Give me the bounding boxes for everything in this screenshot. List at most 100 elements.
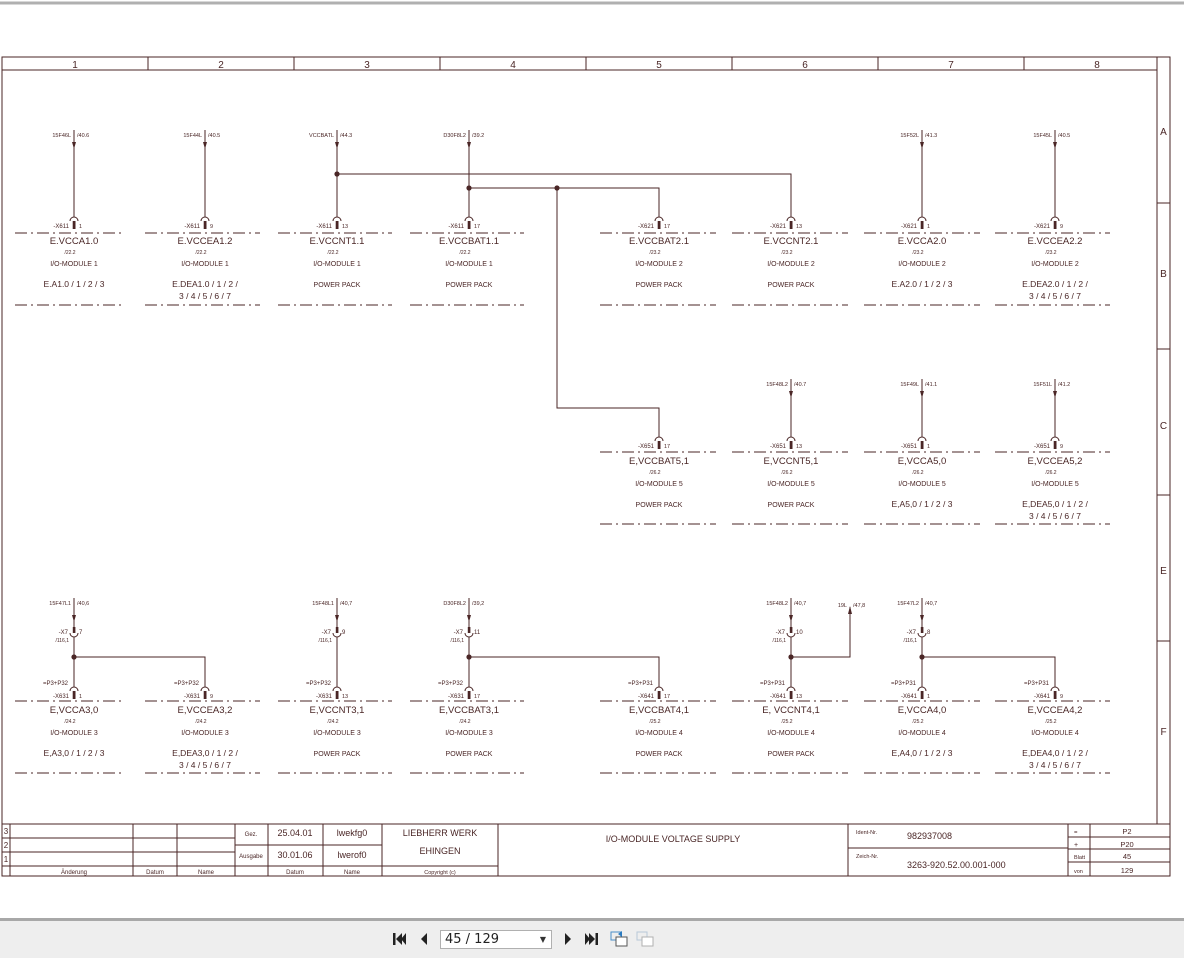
- connector-pin: 9: [210, 224, 213, 230]
- source-signal-label: VCCBATL: [309, 133, 334, 139]
- fit-page-icon[interactable]: [609, 930, 629, 948]
- module-description: POWER PACK: [636, 751, 683, 758]
- connector-pin: 13: [796, 224, 802, 230]
- source-reference: /40.5: [1058, 133, 1070, 139]
- signal-name: E,VCCNT5,1: [764, 456, 819, 467]
- grid-column-label: 1: [72, 60, 78, 71]
- last-page-button[interactable]: [584, 930, 600, 948]
- connector-pin: 17: [664, 694, 670, 700]
- grid-row-label: C: [1160, 421, 1167, 432]
- signal-name: E.VCCBAT2.1: [629, 236, 689, 247]
- page-number-select[interactable]: 45 / 129▼: [440, 930, 552, 949]
- connector-label: -X621: [901, 224, 918, 230]
- junction-dot: [554, 185, 560, 191]
- socket-icon: [200, 686, 210, 692]
- socket-icon: [1050, 686, 1060, 692]
- connector-pin: 17: [664, 444, 670, 450]
- source-reference: /41.1: [925, 382, 937, 388]
- connector-label: -X641: [901, 694, 918, 700]
- connector-label: -X651: [1034, 444, 1051, 450]
- grid-row-label: F: [1160, 727, 1166, 738]
- page-reference: /23.2: [649, 250, 660, 256]
- x7-pin-icon: [335, 627, 339, 633]
- source-signal-label: D30F8L2: [443, 133, 466, 139]
- wire: [469, 187, 660, 217]
- wire: [74, 656, 206, 687]
- fit-width-icon[interactable]: [635, 930, 655, 948]
- module-description: POWER PACK: [446, 751, 493, 758]
- source-reference: /41.2: [1058, 382, 1070, 388]
- connector-label: -X631: [316, 694, 333, 700]
- connector-pin: 1: [927, 444, 930, 450]
- outgoing-signal-label: 19L: [838, 603, 847, 609]
- page-reference: /22.2: [64, 250, 75, 256]
- drawn-date: 25.04.01: [277, 828, 312, 838]
- module-description: E.A1.0 / 1 / 2 / 3: [44, 279, 105, 289]
- previous-page-button[interactable]: [416, 930, 432, 948]
- page-reference: /25.2: [912, 719, 923, 725]
- connector-pin: 1: [79, 224, 82, 230]
- pin-icon: [920, 221, 924, 229]
- grid-column-label: 4: [510, 60, 516, 71]
- drawing-label: Zeich-Nr.: [856, 854, 879, 860]
- signal-name: E, VCCNT4,1: [762, 705, 820, 716]
- pin-icon: [789, 221, 793, 229]
- pin-icon: [789, 691, 793, 699]
- page-reference: /26.2: [912, 470, 923, 476]
- source-signal-label: 15F46L: [52, 133, 71, 139]
- module-description: POWER PACK: [768, 751, 815, 758]
- wire: [556, 188, 660, 437]
- grid-row-label: E: [1160, 566, 1167, 577]
- x7-pin: 11: [474, 630, 481, 636]
- location-prefix: =P3+P32: [306, 681, 332, 687]
- name-header: Name: [198, 870, 215, 876]
- connector-pin: 1: [79, 694, 82, 700]
- eq-value: P2: [1122, 827, 1131, 836]
- x7-label: -X7: [776, 630, 786, 636]
- page-reference: /24.2: [64, 719, 75, 725]
- source-signal-label: 15F45L: [1033, 133, 1052, 139]
- socket-icon: [786, 686, 796, 692]
- signal-name: E.VCCNT1.1: [310, 236, 365, 247]
- module-label: I/O-MODULE 3: [50, 730, 98, 737]
- connector-pin: 13: [796, 694, 802, 700]
- module-label: I/O-MODULE 1: [313, 261, 361, 268]
- connector-label: -X631: [448, 694, 465, 700]
- socket-icon: [917, 686, 927, 692]
- x7-reference: /116,1: [772, 638, 786, 644]
- module-description: POWER PACK: [446, 282, 493, 289]
- location-prefix: =P3+P31: [628, 681, 654, 687]
- module-label: I/O-MODULE 3: [313, 730, 361, 737]
- source-signal-label: 15F52L: [900, 133, 919, 139]
- socket-icon: [654, 686, 664, 692]
- pin-icon: [203, 221, 207, 229]
- sheet-label: Blatt: [1074, 855, 1085, 861]
- grid-column-label: 8: [1094, 60, 1100, 71]
- issue-date: 30.01.06: [277, 850, 312, 860]
- module-label: I/O-MODULE 4: [767, 730, 815, 737]
- date-header: Datum: [146, 870, 164, 876]
- connector-pin: 17: [474, 224, 480, 230]
- signal-name: E,VCCBAT5,1: [629, 456, 689, 467]
- page-reference: /24.2: [327, 719, 338, 725]
- grid-row-label: A: [1160, 127, 1167, 138]
- x7-pin-icon: [789, 627, 793, 633]
- x7-label: -X7: [59, 630, 69, 636]
- first-page-button[interactable]: [391, 930, 407, 948]
- socket-icon: [464, 216, 474, 222]
- connector-label: -X641: [638, 694, 655, 700]
- module-description: POWER PACK: [768, 502, 815, 509]
- pin-icon: [467, 691, 471, 699]
- module-label: I/O-MODULE 5: [767, 481, 815, 488]
- next-page-button[interactable]: [560, 930, 576, 948]
- source-reference: /40.5: [208, 133, 220, 139]
- signal-name: E.VCCBAT1.1: [439, 236, 499, 247]
